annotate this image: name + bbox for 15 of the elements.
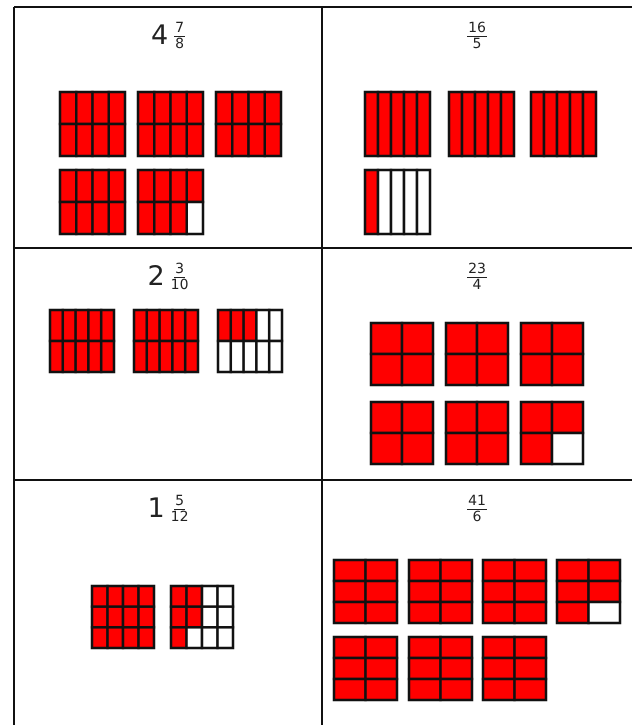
numerator: 41 — [467, 494, 487, 510]
numerator: 3 — [174, 262, 186, 278]
whole-number: 2 — [147, 262, 165, 292]
whole-number: 1 — [147, 494, 165, 524]
numerator: 23 — [467, 262, 487, 278]
whole-number: 4 — [150, 21, 168, 51]
numerator: 16 — [467, 20, 487, 36]
denominator: 10 — [170, 278, 188, 292]
denominator: 5 — [472, 36, 482, 52]
numerator: 7 — [174, 20, 186, 36]
numerator: 5 — [174, 494, 186, 510]
denominator: 6 — [472, 510, 482, 524]
denominator: 12 — [170, 510, 188, 524]
denominator: 4 — [472, 278, 482, 292]
denominator: 8 — [175, 36, 184, 52]
